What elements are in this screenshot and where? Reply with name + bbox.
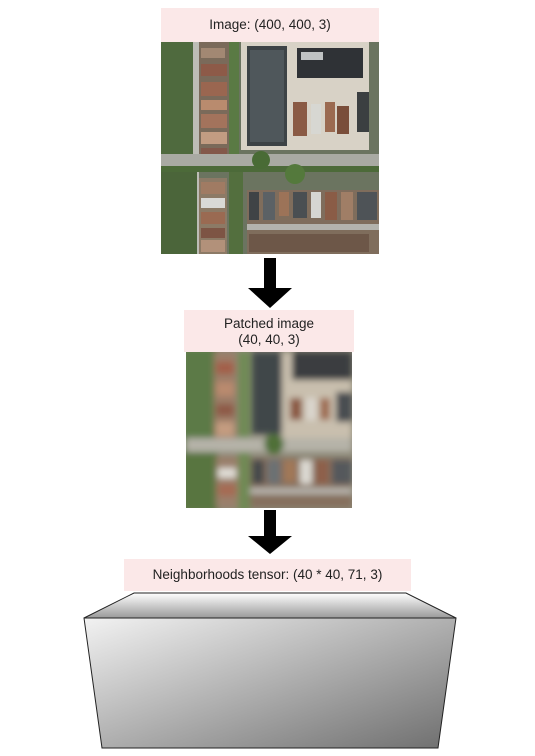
- patched-image: [186, 352, 352, 508]
- patched-image-title: Patched image: [223, 316, 315, 331]
- neighborhoods-tensor-text: Neighborhoods tensor: (40 * 40, 71, 3): [152, 567, 383, 582]
- patched-image-label: Patched image (40, 40, 3): [184, 310, 354, 352]
- down-arrow-icon: [248, 510, 292, 554]
- down-arrow-icon: [248, 258, 292, 308]
- image-shape-label: Image: (400, 400, 3): [161, 8, 379, 42]
- image-shape-text: Image: (400, 400, 3): [209, 17, 331, 32]
- aerial-image: [161, 42, 379, 254]
- patched-image-shape: (40, 40, 3): [238, 332, 300, 347]
- tensor-box-icon: [80, 590, 460, 754]
- neighborhoods-tensor-label: Neighborhoods tensor: (40 * 40, 71, 3): [124, 559, 411, 591]
